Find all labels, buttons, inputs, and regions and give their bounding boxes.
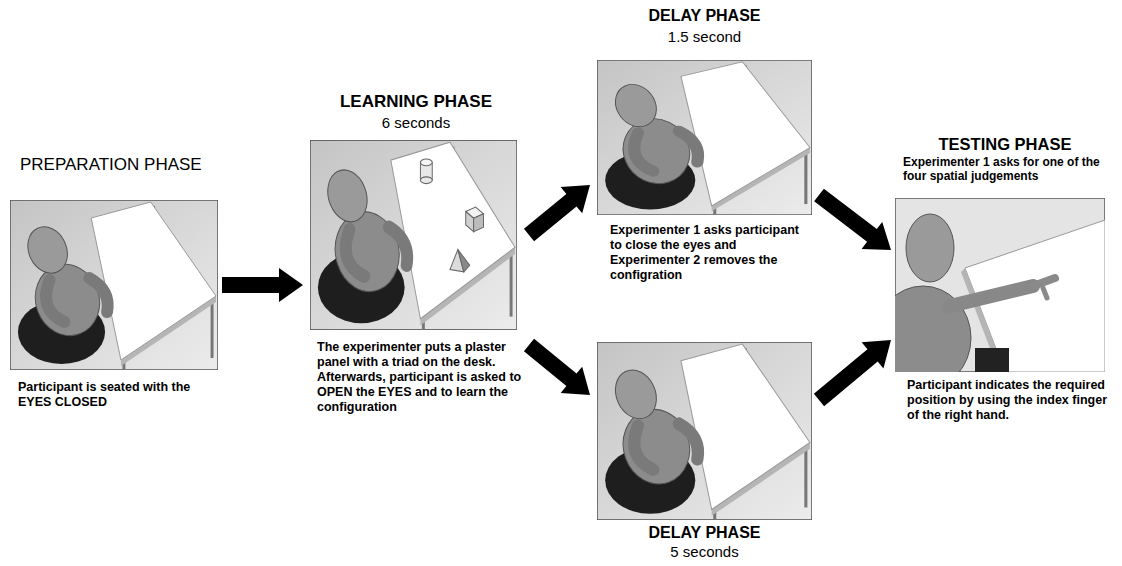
phase-title: TESTING PHASE [893, 135, 1117, 155]
block-arrow [814, 340, 891, 406]
phase-caption: The experimenter puts a plaster panel wi… [317, 340, 522, 415]
phase-caption: Participant indicates the required posit… [907, 378, 1113, 423]
block-arrow [222, 268, 303, 302]
phase-duration: 5 seconds [592, 543, 817, 561]
phase-node: LEARNING PHASE 6 secondsThe experimenter … [305, 92, 527, 437]
phase-title: PREPARATION PHASE [20, 155, 218, 175]
phase-node: DELAY PHASE 1.5 secondExperimenter 1 asks… [592, 6, 817, 296]
phase-subtitle: Experimenter 1 asks for one of the four … [903, 155, 1115, 184]
block-arrow [524, 185, 590, 241]
scene-panel [10, 200, 218, 370]
scene-panel [875, 198, 1105, 390]
phase-caption: Participant is seated with the EYES CLOS… [18, 380, 216, 410]
phase-node: PREPARATION PHASE Participant is seated w… [8, 155, 220, 417]
phase-title: DELAY PHASE [592, 523, 817, 542]
block-arrow [524, 339, 590, 395]
scene-panel [597, 60, 812, 215]
block-arrow [814, 189, 891, 250]
phase-title: DELAY PHASE [592, 6, 817, 25]
phase-duration: 6 seconds [305, 114, 527, 132]
phase-title: LEARNING PHASE [305, 92, 527, 112]
phase-duration: 1.5 second [592, 28, 817, 46]
phase-node: TESTING PHASEExperimenter 1 asks for one… [893, 135, 1117, 435]
scene-panel [310, 140, 517, 330]
phase-node: DELAY PHASE5 seconds [592, 338, 817, 564]
phase-caption: Experimenter 1 asks participant to close… [610, 223, 810, 283]
scene-panel [597, 342, 812, 520]
